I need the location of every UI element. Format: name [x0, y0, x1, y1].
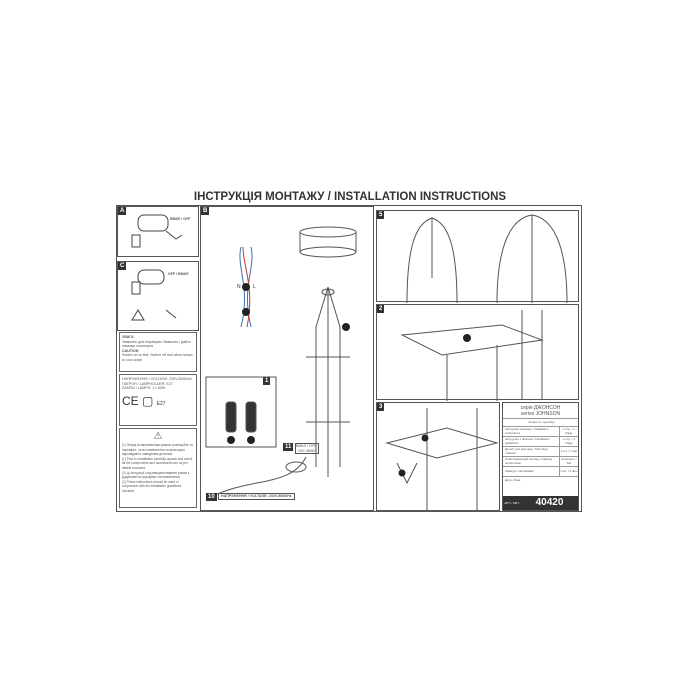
quantity-header: Кількість / Quantity [528, 419, 555, 424]
specs-box: НАПРУЖЕННЯ / VOLTAGE: 230V-50/60Hz ПАТРО… [119, 374, 197, 426]
switch-label: OFF / ВМКЛ [168, 272, 189, 276]
voltage-spec: НАПРУЖЕННЯ / VOLTAGE: 230V-50/60Hz [122, 377, 192, 381]
item-qty: 1 шт. / 1 item [559, 467, 578, 476]
item-name: Інструкція з безпеки / Installation guid… [505, 436, 550, 445]
lamp-assembly-diagram [205, 226, 357, 498]
step-label: 1 [263, 377, 271, 385]
panel-a: A ВМКЛ / OFF [117, 206, 199, 257]
step-label: 11 [283, 443, 294, 451]
warning-text-en: Switch on to test. Switch off and allow … [122, 353, 193, 362]
warning-text-ua: Увімкніть для перевірки. Вимкніть і дайт… [122, 339, 191, 349]
panel-3: 3 [376, 402, 500, 512]
item-name: Абажур / Lampshade [505, 468, 534, 473]
info-table: серія ДЖОНСОН series JOHNSON Кількість /… [502, 402, 579, 511]
panel-label: A [118, 207, 127, 215]
panel-label: 5 [377, 211, 385, 219]
date-label: Дата / Date [505, 477, 521, 482]
warning-triangle-icon: ⚠ [153, 431, 163, 442]
item-qty: 1 стр. / 1 Page [559, 427, 578, 436]
panel-label: 2 [377, 305, 385, 313]
note: (1) Перед встановленням уважно розпакуйт… [122, 443, 193, 457]
lamps-spec: ЛАМПИ / LAMPS: 1 x 60W [122, 386, 166, 391]
ce-mark-icon: CE ▢ E27 [122, 393, 166, 408]
note: (2) Ці інструкції слід використовувати р… [122, 470, 190, 480]
art-label: АРТ. / ART. [504, 501, 520, 505]
series-ua: серія ДЖОНСОН [520, 405, 561, 411]
page-title: ІНСТРУКЦІЯ МОНТАЖУ / INSTALLATION INSTRU… [193, 191, 507, 203]
step-label: 10 [206, 493, 217, 501]
warning-title-en: CAUTION [122, 348, 139, 353]
panel-label: 3 [377, 403, 385, 411]
switch-label: ВМКЛ / OFF [170, 217, 191, 221]
item-name: Інструкція монтажу / Installation instru… [505, 426, 549, 435]
neutral-label: N [237, 284, 241, 290]
series-en: series JOHNSON [520, 411, 561, 417]
panel-b: B N L 1 11 ВМКЛ / OFF · ON / ВМКЛ 10 НАП… [200, 206, 374, 511]
warning-title-ua: УВАГА [122, 335, 134, 339]
item-name: Деталі для монтажу / Mounting material [505, 446, 548, 455]
panel-label: C [118, 262, 127, 270]
item-name: Освітлювальний прилад / Lighting constru… [505, 456, 552, 465]
panel-5: 5 [376, 210, 579, 303]
item-qty: Комплект / Set [559, 457, 578, 466]
article-bar: АРТ. / ART. 40420 [503, 496, 578, 510]
notes-box: ⚠ (1) Перед встановленням уважно розпаку… [119, 428, 197, 508]
lampholder-spec: ПАТРОН / LAMPHOLDER: E27 [122, 381, 173, 386]
item-qty: 1 шт. / 1 Set [559, 447, 578, 456]
article-number: 40420 [535, 497, 564, 508]
item-qty: 1 стр. / 1 Page [559, 437, 578, 446]
live-label: L [253, 284, 256, 290]
switch-note: ВМКЛ / OFF · ON / ВМКЛ [295, 443, 319, 455]
voltage-note: НАПРУЖЕННЯ / VOLTAGE: 230V-50/60Hz [218, 493, 295, 500]
panel-c: C OFF / ВМКЛ [117, 261, 199, 331]
note: (2) These instructions should be used in… [122, 479, 182, 493]
note: (1) Prior to installation carefully unpa… [122, 456, 193, 470]
panel-2: 2 [376, 304, 579, 401]
panel-label: B [201, 207, 210, 215]
